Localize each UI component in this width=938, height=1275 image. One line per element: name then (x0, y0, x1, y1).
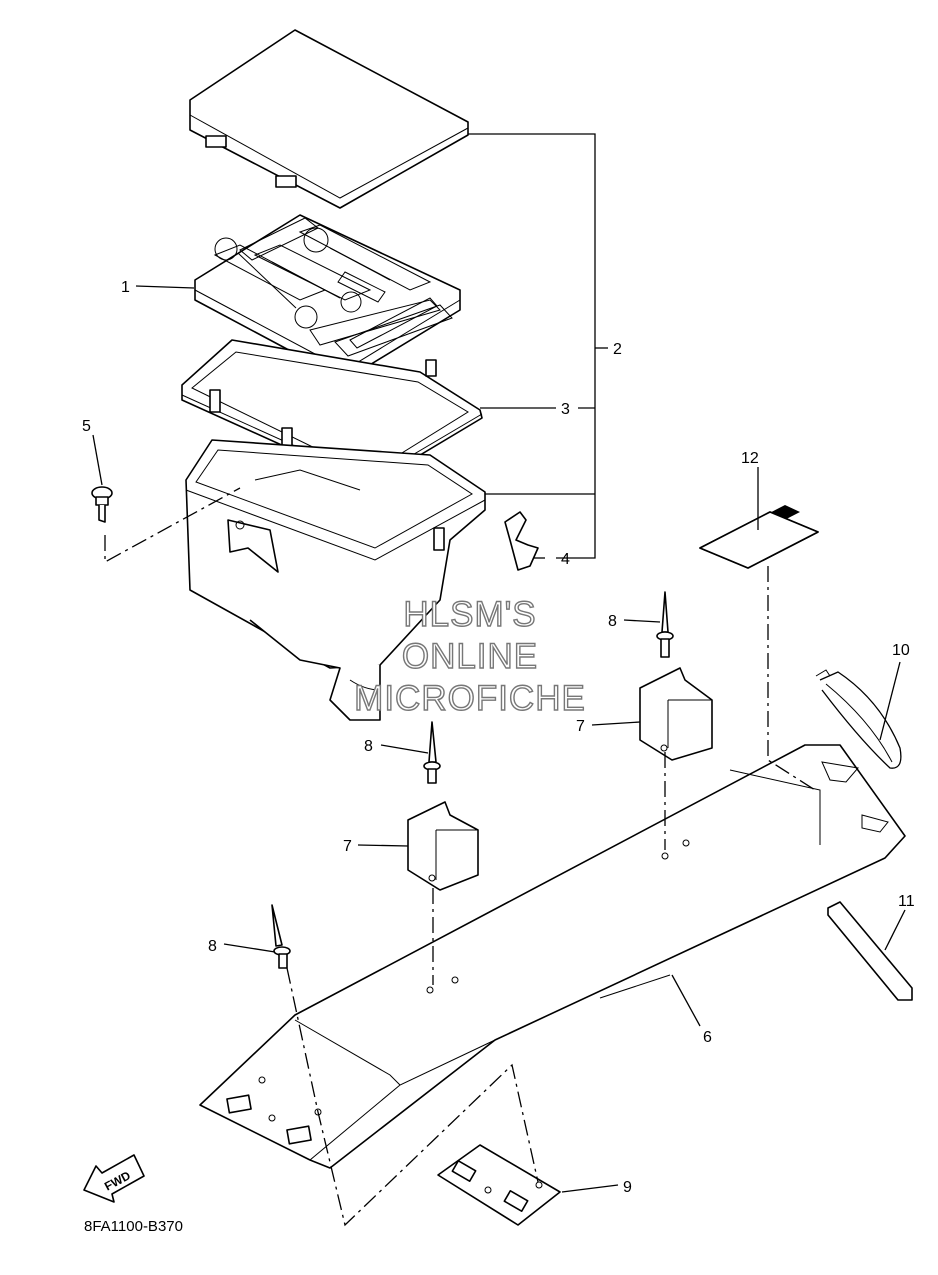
label-part-12 (699, 505, 819, 569)
diagram-code: 8FA1100-B370 (84, 1218, 183, 1235)
callout-1: 1 (121, 279, 130, 296)
bracket-part-9 (437, 1144, 561, 1226)
bolt-part-5 (91, 486, 113, 523)
callout-labels: 1 2 3 4 5 6 7 7 8 8 8 9 10 11 12 (82, 279, 915, 1196)
rivet-part-8-right (656, 591, 674, 658)
callout-5: 5 (82, 418, 91, 435)
rod-part-10 (815, 669, 902, 769)
callout-2: 2 (613, 341, 622, 358)
callout-8-right: 8 (608, 613, 617, 630)
leader-lines (92, 133, 906, 1193)
callout-4: 4 (561, 551, 570, 568)
forward-arrow: FWD (83, 1154, 145, 1203)
callout-7-right: 7 (576, 718, 585, 735)
clip-part-4 (504, 511, 539, 571)
callout-6: 6 (703, 1029, 712, 1046)
toolbox-lid (189, 29, 469, 209)
watermark: HLSM'S ONLINE MICROFICHE (353, 594, 586, 718)
callout-8-left: 8 (208, 938, 217, 955)
callout-7-left: 7 (343, 838, 352, 855)
tool-kit-tray (194, 214, 461, 381)
watermark-line-2: ONLINE (402, 637, 538, 676)
callout-3: 3 (561, 401, 570, 418)
clip-part-7-right (639, 667, 713, 761)
rivet-part-8-left (271, 904, 291, 969)
base-plate (199, 744, 906, 1169)
callout-11: 11 (898, 893, 915, 910)
strip-part-11 (827, 901, 913, 1001)
callout-9: 9 (623, 1179, 632, 1196)
rivet-part-8-mid (423, 721, 441, 784)
callout-10: 10 (892, 642, 910, 659)
watermark-line-1: HLSM'S (403, 595, 536, 634)
callout-12: 12 (741, 450, 759, 467)
watermark-line-3: MICROFICHE (354, 679, 586, 718)
assembly-lines (104, 487, 816, 1227)
clip-part-7-left (407, 801, 479, 891)
callout-8-mid: 8 (364, 738, 373, 755)
box-body (185, 439, 486, 721)
